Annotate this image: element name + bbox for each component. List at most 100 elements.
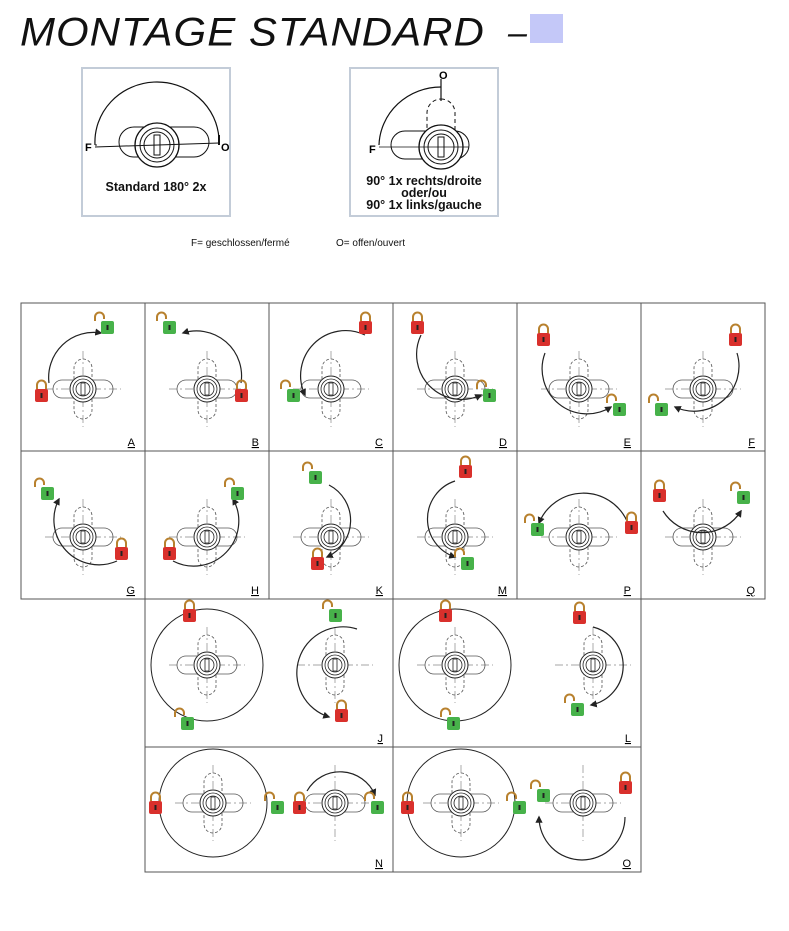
cam-lock-cylinder-icon xyxy=(169,351,245,427)
padlock-open-icon xyxy=(730,481,750,504)
standard-180-diagram: F O Standard 180° 2x xyxy=(81,67,231,217)
cam-lock-cylinder-icon xyxy=(293,499,369,575)
padlock-closed-icon xyxy=(149,791,162,814)
padlock-closed-icon xyxy=(293,791,306,814)
variant-cell-b: B xyxy=(144,302,270,452)
variant-cell-h: H xyxy=(144,450,270,600)
rotation-arrow xyxy=(662,509,742,534)
padlock-open-icon xyxy=(648,393,668,416)
cam-lock-cylinder-icon xyxy=(297,627,373,703)
variant-cell-c: C xyxy=(268,302,394,452)
standard-180-icon: F O xyxy=(85,81,229,168)
rotation-arrow xyxy=(48,328,103,384)
full-rotation-circle xyxy=(150,608,264,722)
padlock-open-icon xyxy=(174,707,194,730)
legend-open: O= offen/ouvert xyxy=(336,238,406,249)
variant-cell-o: O xyxy=(392,746,642,873)
rotation-arrow xyxy=(426,480,457,559)
variant-label: B xyxy=(252,437,259,449)
padlock-open-icon xyxy=(302,461,322,484)
variant-cell-g: G xyxy=(20,450,146,600)
padlock-closed-icon xyxy=(311,547,324,570)
caption-line: 90° 1x rechts/droite xyxy=(366,174,482,188)
cam-lock-cylinder-icon xyxy=(45,499,121,575)
cam-lock-cylinder-icon xyxy=(545,765,621,841)
rotation-arrow xyxy=(306,771,377,797)
ninety-degree-caption: 90° 1x rechts/droite oder/ou 90° 1x link… xyxy=(351,174,497,212)
padlock-closed-icon xyxy=(459,455,472,478)
rotation-arrow xyxy=(673,352,740,413)
ninety-degree-icon: F O xyxy=(369,70,470,170)
cam-lock-cylinder-icon xyxy=(417,499,493,575)
page-title: MONTAGE STANDARD xyxy=(20,9,485,54)
variant-label: L xyxy=(625,733,631,745)
padlock-open-icon xyxy=(322,599,342,622)
variant-cell-k: K xyxy=(268,450,394,600)
variant-cell-j: J xyxy=(144,598,394,748)
padlock-closed-icon xyxy=(359,311,372,334)
padlock-open-icon xyxy=(94,311,114,334)
variant-cell-n: N xyxy=(144,746,394,873)
caption-line: oder/ou xyxy=(401,186,447,200)
standard-caption: Standard 180° 2x xyxy=(105,180,207,194)
cam-lock-cylinder-icon xyxy=(169,499,245,575)
variant-label: E xyxy=(624,437,631,449)
caption-line: 90° 1x links/gauche xyxy=(366,198,482,212)
closed-marker: F xyxy=(85,142,92,154)
variant-label: K xyxy=(376,585,384,597)
padlock-open-icon xyxy=(606,393,626,416)
variant-label: D xyxy=(499,437,507,449)
variant-label: P xyxy=(624,585,631,597)
cam-lock-cylinder-icon xyxy=(169,627,245,703)
padlock-closed-icon xyxy=(573,601,586,624)
variant-cell-m: M xyxy=(392,450,518,600)
padlock-closed-icon xyxy=(235,379,248,402)
padlock-open-icon xyxy=(264,791,284,814)
variant-cell-q: Q xyxy=(640,450,766,600)
padlock-open-icon xyxy=(506,791,526,814)
rotation-arrow xyxy=(541,352,613,415)
closed-marker: F xyxy=(369,144,376,156)
padlock-closed-icon xyxy=(401,791,414,814)
cam-lock-cylinder-icon xyxy=(555,627,631,703)
title-color-swatch xyxy=(530,14,563,43)
variant-cell-f: F xyxy=(640,302,766,452)
rotation-arrow xyxy=(53,497,118,566)
cam-lock-cylinder-icon xyxy=(665,499,741,575)
padlock-closed-icon xyxy=(537,323,550,346)
padlock-open-icon xyxy=(564,693,584,716)
cam-lock-cylinder-icon xyxy=(45,351,121,427)
variant-cell-p: P xyxy=(516,450,642,600)
padlock-open-icon xyxy=(224,477,244,500)
padlock-closed-icon xyxy=(163,537,176,560)
variant-label: O xyxy=(622,858,631,870)
variant-cell-d: D xyxy=(392,302,518,452)
rotation-arrow xyxy=(181,327,243,384)
padlock-closed-icon xyxy=(335,699,348,722)
variant-label: Q xyxy=(746,585,755,597)
padlock-open-icon xyxy=(156,311,176,334)
open-marker: O xyxy=(439,70,448,82)
padlock-closed-icon xyxy=(183,599,196,622)
rotation-arrow xyxy=(299,330,366,397)
rotation-arrow xyxy=(416,334,483,401)
variant-cell-e: E xyxy=(516,302,642,452)
rotation-arrow xyxy=(589,626,624,708)
open-marker: O xyxy=(221,142,229,154)
rotation-arrow xyxy=(325,484,352,558)
variant-cell-l: L xyxy=(392,598,642,748)
rotation-arrow xyxy=(537,492,628,525)
title-dash: – xyxy=(508,14,527,52)
padlock-closed-icon xyxy=(115,537,128,560)
padlock-open-icon xyxy=(524,513,544,536)
variant-label: N xyxy=(375,858,383,870)
variant-label: M xyxy=(498,585,507,597)
padlock-closed-icon xyxy=(729,323,742,346)
padlock-open-icon xyxy=(364,791,384,814)
padlock-open-icon xyxy=(280,379,300,402)
cam-lock-cylinder-icon xyxy=(541,351,617,427)
padlock-open-icon xyxy=(440,707,460,730)
padlock-closed-icon xyxy=(653,479,666,502)
cam-lock-cylinder-icon xyxy=(175,765,251,841)
